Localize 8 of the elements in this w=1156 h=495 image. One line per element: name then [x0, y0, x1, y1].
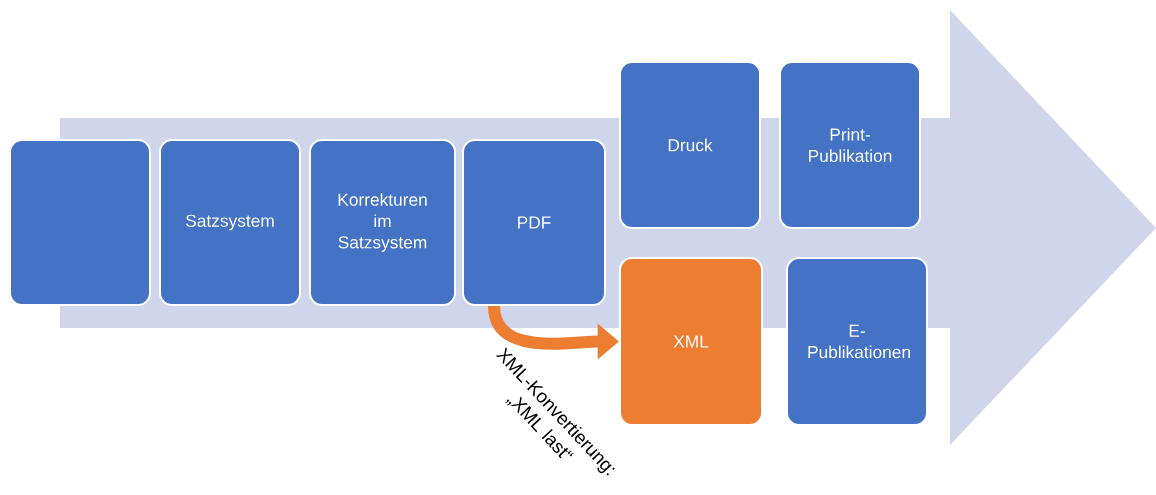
empty-box — [9, 138, 151, 307]
process-box: PDF — [462, 138, 606, 307]
process-box: E-Publikationen — [786, 257, 928, 426]
process-box: XML — [619, 257, 763, 426]
process-box: Korrekturen im Satzsystem — [309, 138, 457, 307]
process-box: Druck — [619, 61, 761, 229]
process-box: Satzsystem — [159, 138, 301, 307]
process-box: Print-Publikation — [779, 61, 921, 229]
